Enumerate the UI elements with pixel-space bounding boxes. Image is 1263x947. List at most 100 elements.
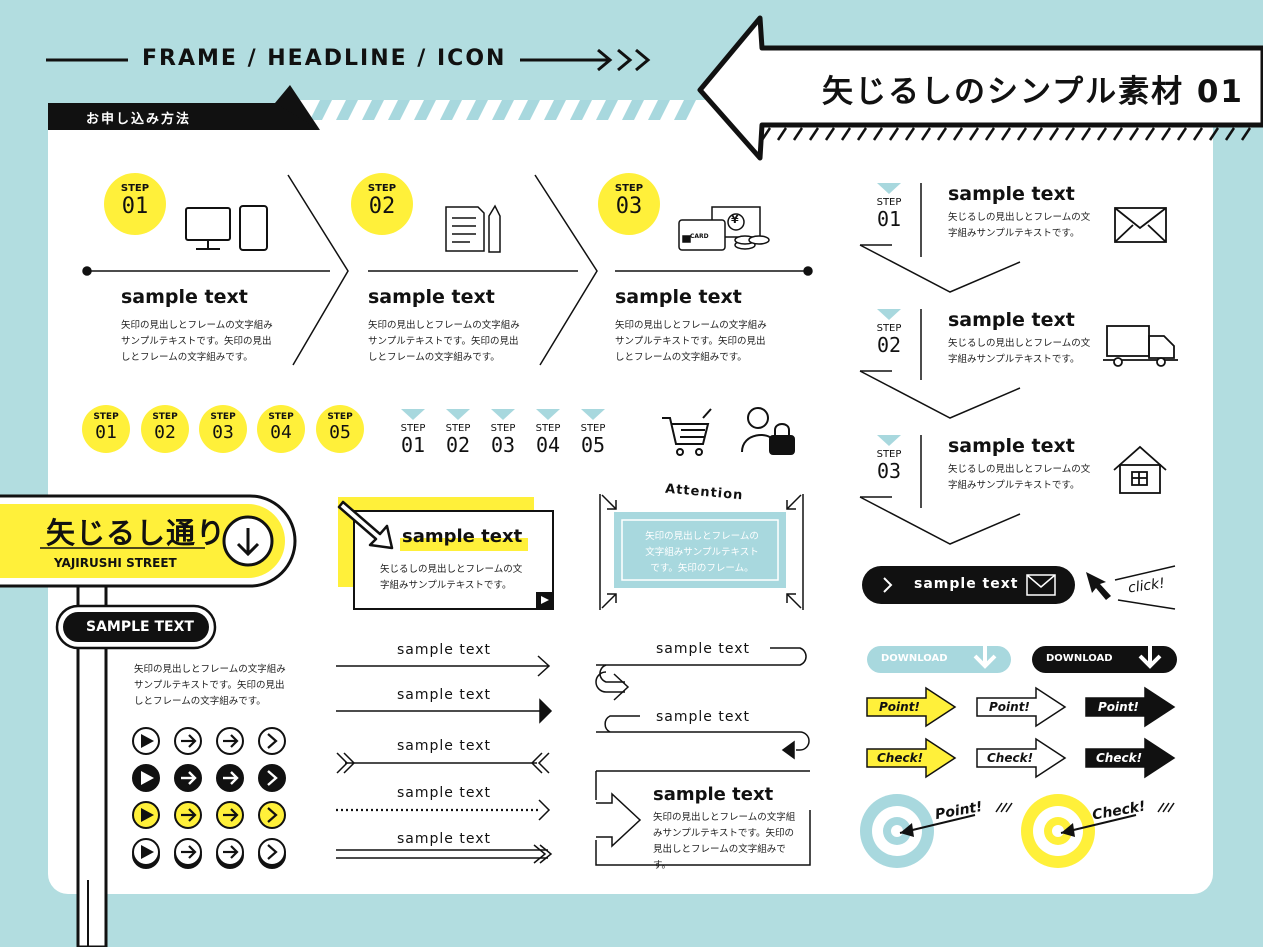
sample-text-badge: SAMPLE TEXT [86, 619, 194, 635]
page-title: 矢じるしのシンプル素材 01 [822, 74, 1245, 110]
computer-icon [185, 207, 231, 250]
step-body: 矢印の見出しとフレームの文字組みサンプルテキストです。矢印の見出しとフレームの文… [121, 320, 273, 363]
flow-line-label: sample text [656, 709, 750, 725]
pointer-card-body: 矢じるしの見出しとフレームの文字組みサンプルテキストです。 [380, 564, 523, 591]
right-steps [859, 183, 1021, 545]
step-body: 矢印の見出しとフレームの文字組みサンプルテキストです。矢印の見出しとフレームの文… [368, 320, 520, 363]
cursor-art [1086, 565, 1176, 610]
right-step-01: STEP 01 [869, 183, 909, 230]
step-title: sample text [615, 286, 742, 308]
download-button-dark[interactable]: DOWNLOAD [1046, 653, 1113, 664]
street-sign-art [0, 494, 297, 947]
step-circle-label: STEP [93, 412, 119, 422]
right-step-body: 矢じるしの見出しとフレームの文字組みサンプルテキストです。 [948, 212, 1091, 239]
step-number: 01 [876, 207, 902, 231]
apply-method-label: お申し込み方法 [86, 112, 192, 127]
apply-tab [48, 103, 320, 130]
step-number: 05 [580, 433, 606, 457]
street-sign-subtitle: YAJIRUSHI STREET [54, 556, 177, 570]
pointer-card-art [337, 497, 554, 610]
check-tag-yellow: Check! [877, 751, 924, 765]
yen-icon-label: ¥ [731, 213, 739, 226]
check-tag-white: Check! [987, 751, 1034, 765]
triangle-marker [581, 409, 605, 420]
step-circle-05: STEP 05 [316, 405, 364, 453]
right-step-body: 矢じるしの見出しとフレームの文字組みサンプルテキストです。 [948, 464, 1091, 491]
document-icon [445, 204, 501, 253]
download-buttons-art [867, 641, 1177, 673]
check-tag-black: Check! [1096, 751, 1143, 765]
step-label: STEP [876, 197, 902, 208]
point-tag-black: Point! [1098, 700, 1139, 714]
step-circle-04: STEP 04 [257, 405, 305, 453]
step-circle-number: 04 [270, 422, 292, 443]
step-circle-label: STEP [152, 412, 178, 422]
card-icon-label: CARD [690, 233, 709, 240]
step-triangle-04: STEP 04 [528, 409, 568, 456]
mail-icon [1114, 207, 1167, 243]
right-step-title: sample text [948, 309, 1075, 331]
step-circle-number: 03 [212, 422, 234, 443]
point-tag-yellow: Point! [879, 700, 920, 714]
title-arrow [697, 15, 1263, 161]
triangle-marker [536, 409, 560, 420]
step-number: 03 [876, 459, 902, 483]
card-money-icon [678, 206, 770, 251]
smartphone-icon [239, 205, 268, 251]
step-circle-02: STEP 02 [141, 405, 189, 453]
triangle-marker [491, 409, 515, 420]
stripe-band [300, 100, 720, 120]
targets-art [860, 794, 1175, 868]
step-badge-number: 01 [121, 194, 149, 219]
step-circle-label: STEP [268, 412, 294, 422]
arrow-line-label: sample text [397, 642, 491, 658]
flow-box-body: 矢印の見出しとフレームの文字組みサンプルテキストです。矢印の見出しとフレームの文… [653, 812, 796, 871]
step-badge-02: STEP 02 [351, 173, 413, 235]
right-step-title: sample text [948, 435, 1075, 457]
round-arrows-grid [132, 727, 286, 869]
pill-button-art [862, 566, 1075, 604]
step-body: 矢印の見出しとフレームの文字組みサンプルテキストです。矢印の見出しとフレームの文… [615, 320, 767, 363]
step-label: STEP [876, 323, 902, 334]
step-triangle-02: STEP 02 [438, 409, 478, 456]
right-step-02: STEP 02 [869, 309, 909, 356]
house-icon [1113, 445, 1167, 494]
user-lock-icon [741, 407, 795, 455]
step-circle-label: STEP [210, 412, 236, 422]
triangle-marker [877, 183, 901, 194]
arrow-line-label: sample text [397, 738, 491, 754]
triangle-marker [877, 309, 901, 320]
flow-line-label: sample text [656, 641, 750, 657]
step-triangle-05: STEP 05 [573, 409, 613, 456]
point-tag-white: Point! [989, 700, 1030, 714]
pointer-card-title: sample text [402, 526, 523, 547]
arrow-lines [336, 655, 553, 864]
step-number: 02 [876, 333, 902, 357]
triangle-marker [401, 409, 425, 420]
step-triangle-01: STEP 01 [393, 409, 433, 456]
right-step-03: STEP 03 [869, 435, 909, 482]
attention-art [599, 494, 804, 610]
step-badge-number: 02 [368, 194, 396, 219]
step-circle-label: STEP [327, 412, 353, 422]
step-badge-label: STEP [614, 183, 644, 194]
step-badge-label: STEP [367, 183, 397, 194]
step-triangle-03: STEP 03 [483, 409, 523, 456]
step-label: STEP [445, 423, 471, 434]
step-label: STEP [580, 423, 606, 434]
step-timeline [82, 174, 813, 366]
point-check-arrows [866, 686, 1176, 779]
pill-button-label[interactable]: sample text [914, 576, 1019, 592]
step-circle-01: STEP 01 [82, 405, 130, 453]
step-circle-number: 02 [154, 422, 176, 443]
step-number: 03 [490, 433, 516, 457]
truck-icon [1103, 325, 1178, 367]
cart-icon [662, 408, 712, 456]
right-step-body: 矢じるしの見出しとフレームの文字組みサンプルテキストです。 [948, 338, 1091, 365]
arrow-line-label: sample text [397, 687, 491, 703]
step-circle-number: 01 [95, 422, 117, 443]
download-button-light[interactable]: DOWNLOAD [881, 653, 948, 664]
triangle-marker [446, 409, 470, 420]
